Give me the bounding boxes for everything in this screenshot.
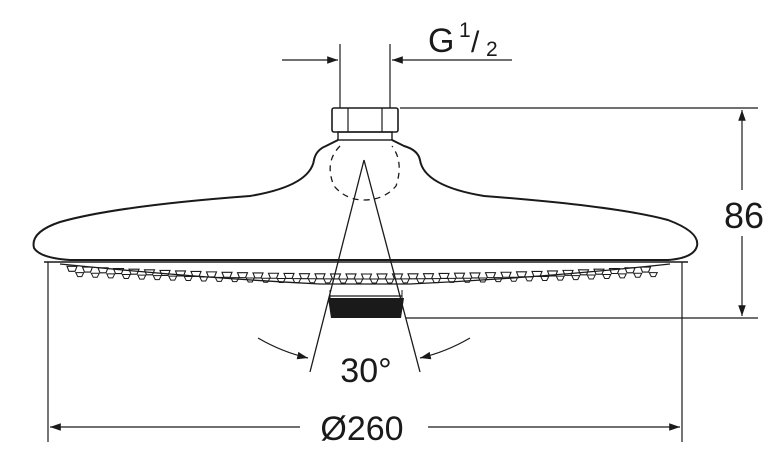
angle-label: 30°	[340, 352, 391, 390]
nozzle	[415, 278, 426, 284]
nozzle	[391, 273, 404, 280]
nozzle	[105, 273, 116, 279]
nozzle	[577, 269, 590, 276]
nozzle	[462, 277, 473, 283]
angle-dimension: 30°	[257, 159, 471, 390]
nozzle	[74, 272, 85, 278]
nozzle	[252, 272, 264, 279]
thread-label-prefix: G	[428, 22, 454, 60]
nozzle	[639, 266, 652, 273]
nozzle	[283, 272, 295, 280]
nozzle	[159, 269, 171, 276]
nozzle	[97, 267, 109, 274]
nozzle	[493, 277, 504, 283]
connector-nut	[331, 107, 399, 141]
nozzle	[112, 268, 125, 275]
nozzle	[632, 272, 643, 278]
nozzle	[314, 273, 326, 280]
nozzle	[338, 278, 349, 284]
nozzle	[570, 275, 581, 281]
nozzle	[360, 273, 373, 280]
nozzle	[608, 267, 621, 275]
nozzle	[298, 273, 311, 280]
thread-label-denominator: 2	[486, 38, 498, 61]
nozzle	[531, 270, 543, 277]
nozzle	[345, 273, 357, 280]
nozzle	[322, 278, 333, 284]
nozzle	[546, 270, 559, 277]
angle-leg-right	[363, 159, 421, 373]
nozzle	[562, 269, 574, 276]
nozzle	[307, 278, 318, 284]
nozzle	[267, 272, 280, 279]
diameter-dimension: Ø260	[47, 262, 683, 448]
nozzle	[477, 277, 488, 283]
nozzle-row	[66, 265, 659, 284]
nozzle	[214, 276, 225, 282]
nozzle	[66, 265, 78, 272]
nozzle	[484, 272, 497, 279]
thread-label-numerator: 1	[459, 19, 471, 42]
nozzle	[648, 272, 659, 278]
nozzle	[593, 268, 605, 275]
nozzle	[190, 270, 202, 277]
nozzle	[90, 272, 101, 278]
nozzle	[276, 277, 287, 283]
nozzle	[422, 273, 435, 280]
nozzle	[136, 274, 147, 280]
nozzle	[400, 278, 411, 284]
height-label: 86	[724, 195, 764, 236]
nozzle	[81, 266, 94, 273]
height-dimension: 86	[400, 107, 764, 319]
center-outlet	[328, 290, 404, 318]
nozzle	[143, 269, 156, 276]
nozzle	[229, 277, 240, 283]
nozzle	[236, 272, 249, 279]
nozzle	[353, 278, 364, 284]
nozzle	[205, 271, 218, 278]
thread-label-slash: /	[471, 26, 480, 59]
nozzle	[291, 278, 302, 284]
angle-arrow-left	[257, 337, 309, 360]
nozzle	[500, 271, 512, 278]
nozzle	[586, 274, 597, 280]
nozzle	[183, 276, 194, 282]
nozzle	[152, 275, 163, 281]
diameter-label: Ø260	[320, 410, 403, 448]
angle-leg-left	[309, 159, 365, 373]
nozzle	[121, 274, 132, 280]
nozzle	[174, 270, 187, 277]
nozzle	[260, 277, 271, 283]
nozzle	[431, 278, 442, 284]
nozzle	[469, 272, 481, 279]
thread-dimension: G 1 / 2	[282, 19, 512, 108]
nozzle	[167, 275, 178, 281]
nozzle	[376, 273, 388, 280]
nozzle	[245, 277, 256, 283]
nozzle	[524, 276, 535, 282]
nozzle	[438, 272, 450, 280]
nozzle	[555, 275, 566, 281]
nozzle	[329, 273, 342, 280]
nozzle	[446, 277, 457, 283]
nozzle	[384, 278, 395, 284]
nozzle	[407, 273, 419, 280]
nozzle	[617, 273, 628, 279]
nozzle	[515, 271, 528, 278]
angle-arrow-right	[419, 337, 471, 360]
nozzle	[508, 276, 519, 282]
nozzle	[539, 276, 550, 282]
nozzle	[198, 276, 209, 282]
nozzle	[369, 278, 380, 284]
nozzle	[453, 272, 466, 279]
nozzle	[221, 271, 233, 278]
shower-head-body	[32, 139, 699, 285]
nozzle	[128, 268, 140, 275]
nozzle	[601, 273, 612, 279]
